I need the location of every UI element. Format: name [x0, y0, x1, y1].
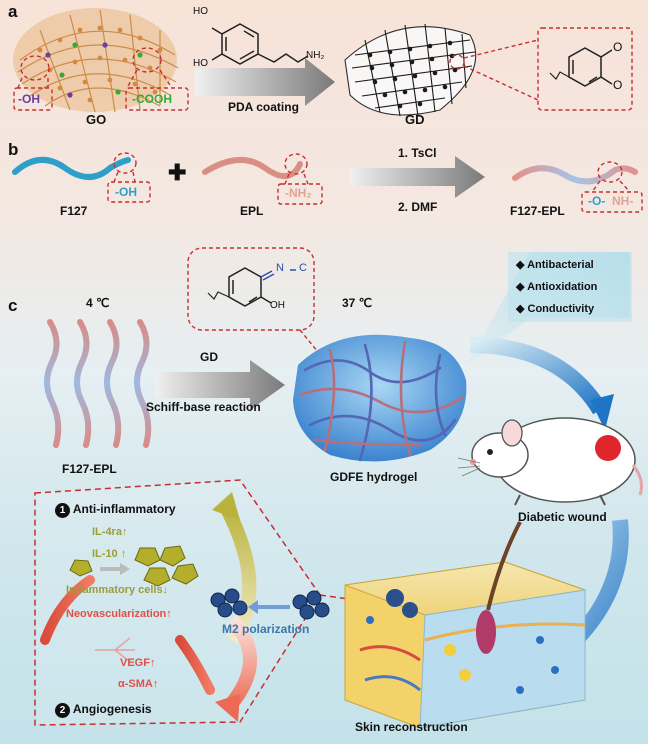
il10-label: IL-10 ↑ — [92, 548, 127, 560]
panel-a-letter: a — [8, 2, 18, 21]
imine-c-label: C — [299, 262, 307, 274]
gd-nodes — [367, 40, 458, 109]
ho-bottom-label: HO — [193, 58, 208, 69]
property-antioxidation: ◆ Antioxidation — [516, 281, 598, 293]
property-antibacterial-text: Antibacterial — [527, 259, 594, 271]
go-callouts — [13, 47, 189, 111]
f127-epl-fibers — [44, 319, 152, 448]
f127-epl-product-label: F127-EPL — [510, 204, 565, 218]
il4ra-label: IL-4ra↑ — [92, 526, 128, 538]
step-2-badge: 2 — [55, 703, 70, 718]
product-nh-tag: NH- — [612, 194, 634, 208]
epl-nh2-tag: -NH₂ — [285, 186, 312, 200]
angiogenesis-heading: 2 Angiogenesis — [55, 702, 152, 718]
m2-macrophages — [210, 588, 330, 620]
property-conductivity: ◆ Conductivity — [516, 303, 595, 315]
anti-inflammatory-heading: 1 Anti-inflammatory — [55, 502, 176, 518]
diabetic-wound-label: Diabetic wound — [518, 510, 607, 524]
m2-arrow — [248, 600, 290, 614]
gd-sheet — [344, 23, 477, 117]
mouse-illustration — [457, 417, 643, 506]
temp-4c-label: 4 ℃ — [86, 296, 110, 310]
go-label: GO — [86, 112, 107, 127]
m2-polarization-label: M2 polarization — [222, 622, 310, 636]
imine-structure — [207, 267, 296, 307]
angiogenesis-arrow-head — [215, 694, 240, 722]
nh2-label: NH₂ — [306, 50, 325, 61]
property-conductivity-text: Conductivity — [527, 303, 595, 315]
imine-callout — [187, 247, 319, 353]
anti-inflammatory-title: Anti-inflammatory — [72, 502, 176, 516]
product-callout — [581, 161, 643, 213]
f127-label: F127 — [60, 204, 88, 218]
wound-arrow-head — [590, 394, 614, 430]
temp-37c-label: 37 ℃ — [342, 296, 373, 310]
step-1-label: 1. TsCl — [398, 146, 437, 160]
go-sheet — [13, 8, 179, 113]
dopamine-structure — [211, 23, 309, 65]
gd-crosslinker-label: GD — [200, 350, 218, 364]
plus-sign: ✚ — [168, 160, 187, 185]
imine-n-label: N — [276, 262, 284, 274]
epl-callout — [277, 153, 323, 205]
vegf-label: VEGF↑ — [120, 657, 156, 669]
blood-vessels — [40, 575, 215, 695]
properties-box — [508, 252, 632, 322]
f127-callout — [107, 152, 151, 203]
schiff-base-label: Schiff-base reaction — [146, 400, 261, 414]
f127-epl-fibers-label: F127-EPL — [62, 462, 117, 476]
f127-chain — [12, 157, 131, 180]
cooh-group-label: -COOH — [132, 92, 172, 106]
step-2-label: 2. DMF — [398, 200, 438, 214]
ho-top-label: HO — [193, 6, 208, 17]
anti-inflammatory-arrow-head — [212, 492, 240, 520]
epl-label: EPL — [240, 204, 264, 218]
f127-epl-chain — [512, 165, 638, 185]
cells-arrow — [100, 563, 130, 575]
inflammatory-cells-label: Inflammatory cells↓ — [66, 584, 169, 596]
quinone-o-top: O — [613, 40, 623, 54]
product-o-tag: -O- — [588, 194, 606, 208]
f127-oh-tag: -OH — [115, 185, 137, 199]
pda-arrow — [195, 58, 335, 106]
panel-b-letter: b — [8, 140, 19, 159]
property-antibacterial: ◆ Antibacterial — [516, 259, 594, 271]
epl-chain — [202, 156, 303, 179]
angiogenesis-title: Angiogenesis — [72, 702, 152, 716]
oh-group-label: -OH — [18, 92, 40, 106]
skin-block — [344, 521, 586, 729]
pda-coating-label: PDA coating — [228, 100, 299, 114]
sma-label: α-SMA↑ — [118, 678, 159, 690]
quinone-o-bottom: O — [613, 78, 623, 92]
wound-arrow — [469, 337, 607, 415]
tscl-arrow — [350, 156, 485, 198]
inflammatory-cells — [69, 545, 199, 587]
gd-callout — [449, 27, 633, 111]
gdfe-hydrogel-label: GDFE hydrogel — [330, 470, 418, 484]
step-1-badge: 1 — [55, 503, 70, 518]
schiff-arrow — [155, 360, 285, 410]
neovascularization-label: Neovascularization↑ — [66, 608, 172, 620]
imine-oh-label: OH — [270, 300, 285, 311]
gd-label: GD — [405, 112, 425, 127]
quinone-structure — [549, 47, 613, 87]
skin-reconstruction-label: Skin reconstruction — [355, 720, 468, 734]
property-antioxidation-text: Antioxidation — [527, 281, 598, 293]
gdfe-hydrogel — [293, 334, 467, 462]
panel-c-letter: c — [8, 296, 18, 315]
